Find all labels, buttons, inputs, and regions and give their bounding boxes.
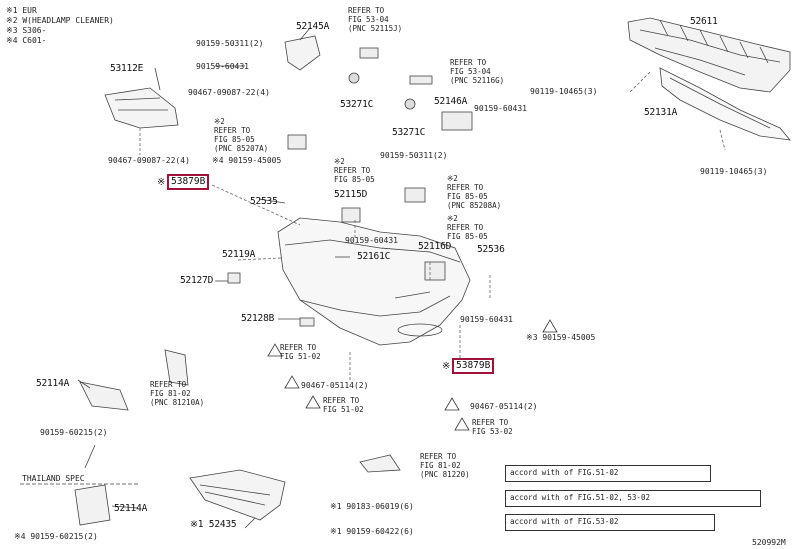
refer-note[interactable]: REFER TO FIG 53-04 (PNC 52116G) bbox=[450, 58, 505, 85]
note-mark-2: ※ bbox=[442, 361, 451, 372]
bolt-label[interactable]: 90467-05114(2) bbox=[470, 402, 538, 411]
part-53879B-highlight-b[interactable]: 53879B bbox=[452, 358, 495, 374]
bolt-label[interactable]: 90159-60431 bbox=[196, 62, 249, 71]
bolt-label[interactable]: 90467-09087-22(4) bbox=[108, 156, 190, 165]
legend-text-1: accord with of FIG.51-02 bbox=[510, 468, 619, 477]
bolt-label[interactable]: 90159-50311(2) bbox=[380, 151, 448, 160]
bolt-label[interactable]: 90159-60215(2) bbox=[40, 428, 108, 437]
bolt-label[interactable]: 90119-10465(3) bbox=[530, 87, 598, 96]
part-52146A[interactable]: 52146A bbox=[434, 96, 468, 107]
refer-note[interactable]: REFER TO FIG 53-02 bbox=[472, 418, 513, 436]
bolt-label[interactable]: 90467-05114(2) bbox=[301, 381, 369, 390]
note-1: ※1 EUR bbox=[6, 6, 37, 15]
refer-note[interactable]: ※2 REFER TO FIG 85-05 (PNC 85207A) bbox=[214, 117, 269, 153]
note-4: ※4 C601- bbox=[6, 36, 47, 45]
refer-note[interactable]: ※2 REFER TO FIG 85-05 bbox=[334, 157, 375, 184]
legend-text-3: accord with of FIG.53-02 bbox=[510, 517, 619, 526]
part-53271C-a[interactable]: 53271C bbox=[340, 99, 374, 110]
note-2: ※2 W(HEADLAMP CLEANER) bbox=[6, 16, 114, 25]
refer-note[interactable]: REFER TO FIG 51-02 bbox=[280, 343, 321, 361]
bolt-label[interactable]: ※4 90159-45005 bbox=[212, 156, 282, 165]
bolt-label[interactable]: ※3 90159-45005 bbox=[526, 333, 596, 342]
legend-row-2: accord with of FIG.51-02, 53-02 bbox=[505, 490, 761, 507]
legend-row-1: accord with of FIG.51-02 bbox=[505, 465, 711, 482]
bolt-label[interactable]: 90159-60431 bbox=[345, 236, 398, 245]
bolt-label[interactable]: 90119-10465(3) bbox=[700, 167, 768, 176]
part-52435[interactable]: ※1 52435 bbox=[190, 519, 237, 530]
refer-note[interactable]: REFER TO FIG 53-04 (PNC 52115J) bbox=[348, 6, 403, 33]
part-52116D[interactable]: 52116D bbox=[418, 241, 452, 252]
bolt-label[interactable]: 90159-60431 bbox=[460, 315, 513, 324]
part-52119A[interactable]: 52119A bbox=[222, 249, 256, 260]
bolt-label[interactable]: ※1 90183-06019(6) bbox=[330, 502, 414, 511]
refer-note[interactable]: REFER TO FIG 81-02 (PNC 81210A) bbox=[150, 380, 205, 407]
part-53879B-highlight-a[interactable]: 53879B bbox=[167, 174, 210, 190]
note-3: ※3 S306- bbox=[6, 26, 47, 35]
part-52115D[interactable]: 52115D bbox=[334, 189, 368, 200]
legend-row-3: accord with of FIG.53-02 bbox=[505, 514, 715, 531]
refer-note[interactable]: REFER TO FIG 51-02 bbox=[323, 396, 364, 414]
part-52161C[interactable]: 52161C bbox=[357, 251, 391, 262]
part-52114A-b[interactable]: 52114A bbox=[114, 503, 148, 514]
bolt-label[interactable]: ※1 90159-60422(6) bbox=[330, 527, 414, 536]
part-52114A-a[interactable]: 52114A bbox=[36, 378, 70, 389]
bolt-label[interactable]: 90467-09087-22(4) bbox=[188, 88, 270, 97]
part-52127D[interactable]: 52127D bbox=[180, 275, 214, 286]
part-52611[interactable]: 52611 bbox=[690, 16, 718, 27]
bolt-label[interactable]: ※4 90159-60215(2) bbox=[14, 532, 98, 541]
part-53112E[interactable]: 53112E bbox=[110, 63, 144, 74]
refer-note[interactable]: ※2 REFER TO FIG 85-05 bbox=[447, 214, 488, 241]
part-52535[interactable]: 52535 bbox=[250, 196, 278, 207]
note-mark-1: ※ bbox=[157, 177, 166, 188]
part-52128B[interactable]: 52128B bbox=[241, 313, 275, 324]
thailand-spec-label: THAILAND SPEC bbox=[22, 474, 85, 483]
part-52131A[interactable]: 52131A bbox=[644, 107, 678, 118]
part-52536[interactable]: 52536 bbox=[477, 244, 505, 255]
bolt-label[interactable]: 90159-50311(2) bbox=[196, 39, 264, 48]
refer-note[interactable]: ※2 REFER TO FIG 85-05 (PNC 85208A) bbox=[447, 174, 502, 210]
refer-note[interactable]: REFER TO FIG 81-02 (PNC 81220) bbox=[420, 452, 470, 479]
catalog-code: 520992M bbox=[752, 538, 786, 547]
part-53271C-b[interactable]: 53271C bbox=[392, 127, 426, 138]
bolt-label[interactable]: 90159-60431 bbox=[474, 104, 527, 113]
part-52145A[interactable]: 52145A bbox=[296, 21, 330, 32]
legend-text-2: accord with of FIG.51-02, 53-02 bbox=[510, 493, 650, 502]
